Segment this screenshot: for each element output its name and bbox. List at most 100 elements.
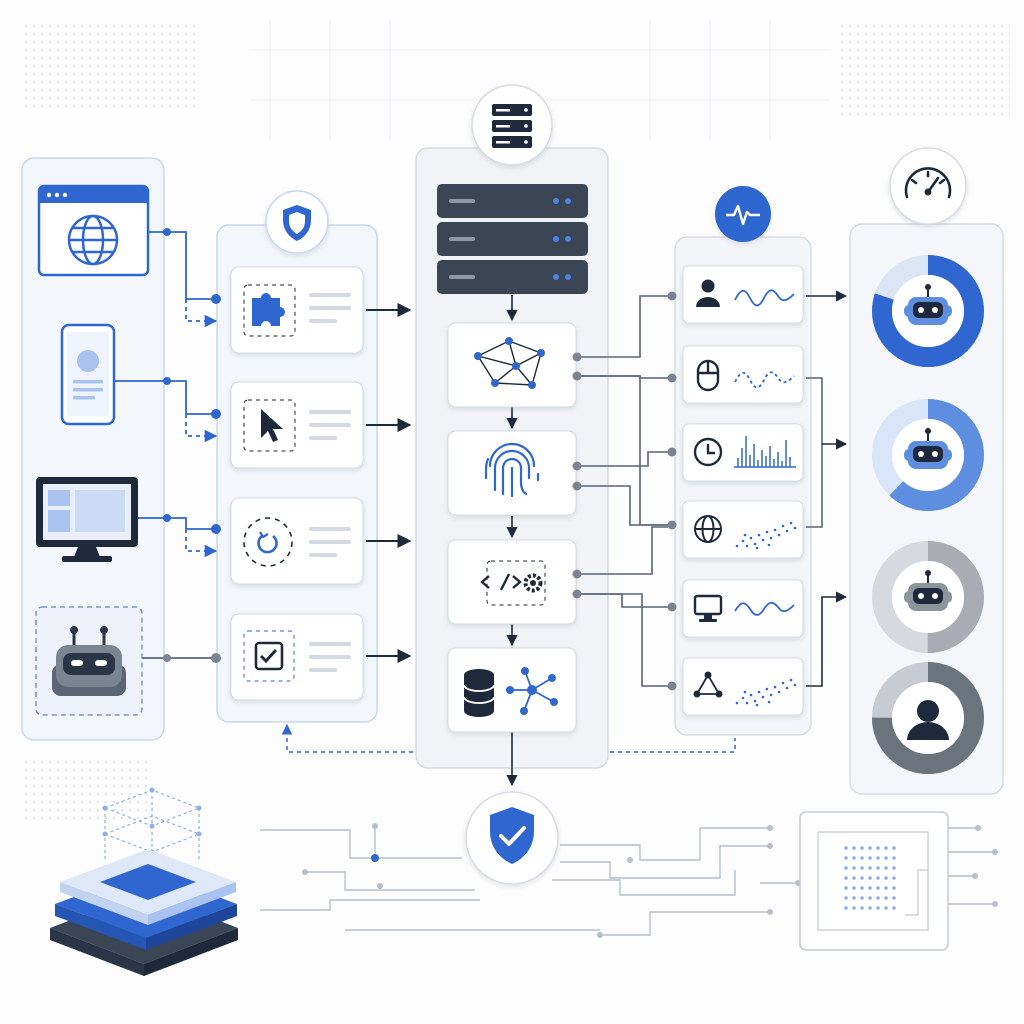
- server-rack: [437, 184, 588, 294]
- core-stage-fingerprint[interactable]: [447, 430, 577, 516]
- layer-stack-icon: [50, 787, 238, 976]
- chip-dot: [852, 906, 856, 910]
- signals-header-badge: [715, 186, 771, 242]
- server-icon: [492, 104, 532, 148]
- chip-dot: [884, 906, 888, 910]
- source-to-gateway-connectors: [115, 228, 221, 663]
- score-rings: [872, 255, 984, 774]
- gateway-item-2[interactable]: [230, 381, 364, 469]
- signal-row-geo[interactable]: [682, 500, 804, 559]
- chip-dot: [844, 846, 848, 850]
- chip-dot: [884, 886, 888, 890]
- score-ring-fill: [872, 541, 984, 653]
- globe-icon: [694, 515, 722, 543]
- signal-row-network[interactable]: [682, 657, 804, 716]
- results-header-badge: [889, 147, 967, 225]
- source-smartphone[interactable]: [60, 323, 116, 426]
- browser-globe-icon: [67, 214, 119, 266]
- core-stage-database[interactable]: [447, 647, 577, 733]
- signal-row-time[interactable]: [682, 423, 804, 482]
- core-stage-code[interactable]: [447, 539, 577, 625]
- gateway-item-3[interactable]: [230, 497, 364, 585]
- robot-icon: [904, 428, 952, 469]
- chip-dot: [860, 846, 864, 850]
- chip-dot: [892, 906, 896, 910]
- pulse-icon: [726, 204, 760, 226]
- network-graph-icon: [474, 337, 545, 389]
- chip-dot: [892, 846, 896, 850]
- robot-icon: [904, 570, 952, 611]
- gateway-item-4[interactable]: [230, 613, 364, 701]
- chip-dot: [884, 856, 888, 860]
- chip-dot: [852, 846, 856, 850]
- chip-dot: [868, 906, 872, 910]
- score-ring: [872, 255, 984, 367]
- chip-dot: [868, 846, 872, 850]
- score-ring: [872, 399, 984, 511]
- chip-dot: [868, 866, 872, 870]
- score-ring: [872, 662, 984, 774]
- network-scatter: [735, 678, 797, 707]
- gauge-icon: [904, 167, 952, 199]
- desktop-monitor-icon: [36, 477, 138, 562]
- core-header-badge: [471, 84, 553, 166]
- triangle-nodes-icon: [693, 671, 723, 698]
- chip-dot: [876, 846, 880, 850]
- score-ring-fill: [872, 662, 984, 774]
- source-bot[interactable]: [35, 606, 143, 716]
- chip-dot: [844, 896, 848, 900]
- signal-row-user[interactable]: [682, 265, 804, 324]
- chip-dot: [852, 886, 856, 890]
- chip-dot: [844, 886, 848, 890]
- chip-dot: [860, 886, 864, 890]
- source-desktop[interactable]: [36, 477, 138, 562]
- chip-dot: [884, 866, 888, 870]
- chip-dot: [852, 866, 856, 870]
- puzzle-piece-icon: [252, 293, 285, 326]
- chip-dot: [844, 876, 848, 880]
- monitor-icon: [693, 594, 723, 622]
- core-stage-graph[interactable]: [447, 322, 577, 408]
- chip-dot: [860, 866, 864, 870]
- chip-dot: [860, 876, 864, 880]
- gateway-item-1[interactable]: [230, 266, 364, 354]
- chip-dot: [860, 856, 864, 860]
- shield-check-icon: [490, 807, 534, 864]
- sources-panel: [21, 157, 165, 741]
- clock-icon: [693, 437, 723, 467]
- score-ring-fill: [872, 399, 984, 511]
- signal-row-device[interactable]: [682, 579, 804, 638]
- chip-dot: [868, 856, 872, 860]
- cursor-pointer-icon: [261, 409, 283, 442]
- feedback-loops: [281, 723, 736, 753]
- chip-dot: [892, 866, 896, 870]
- chip-dot: [876, 896, 880, 900]
- fingerprint-icon: [484, 442, 540, 498]
- signal-row-mouse[interactable]: [682, 345, 804, 404]
- source-browser[interactable]: [37, 184, 150, 277]
- chip-dot: [892, 876, 896, 880]
- chip-dot: [876, 876, 880, 880]
- user-icon: [696, 279, 720, 307]
- robot-icon: [904, 284, 952, 325]
- human-user-icon: [907, 700, 949, 740]
- chip-dot: [876, 906, 880, 910]
- chip-dot: [876, 886, 880, 890]
- chip-dot: [844, 856, 848, 860]
- chip-dot: [868, 876, 872, 880]
- timing-bars: [734, 436, 796, 468]
- chip-dot: [868, 886, 872, 890]
- gateway-header-badge: [265, 190, 329, 254]
- mouse-icon: [696, 359, 720, 392]
- footer-verify-badge[interactable]: [465, 791, 559, 885]
- chip-board-icon: [799, 811, 949, 951]
- chip-dot: [860, 906, 864, 910]
- chip-dot: [876, 866, 880, 870]
- chip-dot: [876, 856, 880, 860]
- chip-dot: [844, 906, 848, 910]
- smartphone-icon: [60, 323, 116, 426]
- checkbox-icon: [254, 641, 284, 671]
- gateway-to-core-arrows: [366, 303, 412, 663]
- chip-dot: [852, 896, 856, 900]
